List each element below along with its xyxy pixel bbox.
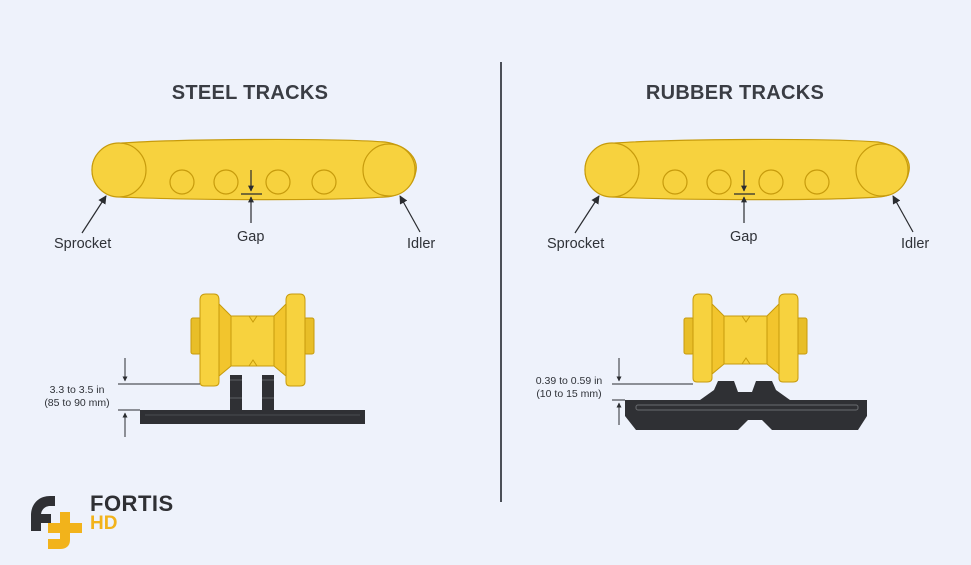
roller-1 xyxy=(662,169,688,195)
roller-2 xyxy=(213,169,239,195)
rubber-roller-assembly xyxy=(612,293,867,430)
rubber-tracks-title: RUBBER TRACKS xyxy=(645,82,825,104)
rubber-idler-label: Idler xyxy=(901,236,930,252)
steel-dimension-mm: (85 to 90 mm) xyxy=(44,397,110,409)
roller-4 xyxy=(804,169,830,195)
steel-tracks-title: STEEL TRACKS xyxy=(171,82,329,104)
roller-3 xyxy=(265,169,291,195)
rubber-sprocket-label: Sprocket xyxy=(547,236,605,252)
logo-fortis-text: FORTIS xyxy=(90,491,174,516)
fortis-hd-logo-mark xyxy=(31,496,82,549)
roller-2 xyxy=(706,169,732,195)
roller-4 xyxy=(311,169,337,195)
steel-gap-label: Gap xyxy=(237,229,265,245)
rubber-dimension-mm: (10 to 15 mm) xyxy=(536,388,602,400)
rubber-dimension-label: 0.39 to 0.59 in (10 to 15 mm) xyxy=(526,375,612,401)
center-divider xyxy=(500,62,502,502)
roller-3 xyxy=(758,169,784,195)
rubber-gap-label: Gap xyxy=(730,229,758,245)
steel-track-frame xyxy=(81,138,421,234)
logo-hd-text: HD xyxy=(90,513,118,534)
roller-1 xyxy=(169,169,195,195)
steel-sprocket-label: Sprocket xyxy=(54,236,112,252)
steel-dimension-inches: 3.3 to 3.5 in xyxy=(49,384,105,396)
steel-roller-assembly xyxy=(118,293,365,437)
rubber-dimension-inches: 0.39 to 0.59 in xyxy=(535,375,603,387)
steel-idler-label: Idler xyxy=(407,236,436,252)
rubber-track-frame xyxy=(574,138,914,234)
steel-dimension-label: 3.3 to 3.5 in (85 to 90 mm) xyxy=(36,384,118,410)
